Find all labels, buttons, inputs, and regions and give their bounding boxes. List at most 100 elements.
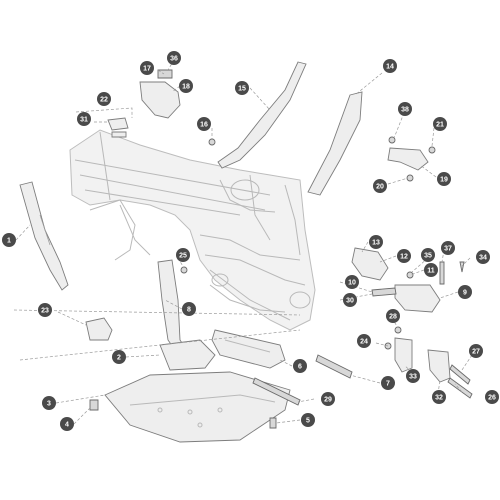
part-34-bolt bbox=[459, 261, 465, 273]
callout-12: 12 bbox=[397, 249, 411, 263]
callout-circle bbox=[179, 79, 193, 93]
callout-circle bbox=[424, 263, 438, 277]
callout-31: 31 bbox=[77, 112, 91, 126]
callout-number: 27 bbox=[472, 349, 480, 356]
callout-number: 30 bbox=[346, 298, 354, 305]
part-37-bolt bbox=[439, 261, 445, 285]
part-1-side-rail bbox=[19, 181, 69, 291]
callout-number: 35 bbox=[424, 253, 432, 260]
callout-number: 17 bbox=[143, 66, 151, 73]
callout-circle bbox=[197, 117, 211, 131]
callout-30: 30 bbox=[343, 293, 357, 307]
callout-circle bbox=[60, 417, 74, 431]
callout-circle bbox=[357, 334, 371, 348]
part-5-screw bbox=[269, 417, 277, 429]
part-skid-plate bbox=[104, 371, 291, 443]
part-26-bolt bbox=[447, 377, 473, 399]
callout-number: 28 bbox=[389, 314, 397, 321]
callout-number: 37 bbox=[444, 246, 452, 253]
part-32-bracket bbox=[427, 349, 451, 383]
callout-number: 36 bbox=[170, 56, 178, 63]
callout-number: 20 bbox=[376, 184, 384, 191]
callout-18: 18 bbox=[179, 79, 193, 93]
callout-number: 34 bbox=[479, 255, 487, 262]
callout-circle bbox=[293, 359, 307, 373]
callout-number: 31 bbox=[80, 117, 88, 124]
callout-number: 24 bbox=[360, 339, 368, 346]
callout-27: 27 bbox=[469, 344, 483, 358]
callout-10: 10 bbox=[345, 275, 359, 289]
callout-circle bbox=[485, 390, 499, 404]
callout-circle bbox=[42, 396, 56, 410]
callout-14: 14 bbox=[383, 59, 397, 73]
callout-number: 2 bbox=[117, 355, 121, 362]
callout-circle bbox=[140, 61, 154, 75]
callout-circle bbox=[386, 309, 400, 323]
callout-33: 33 bbox=[406, 369, 420, 383]
callout-circle bbox=[432, 390, 446, 404]
part-13-footpeg-mount bbox=[351, 247, 389, 281]
callout-number: 8 bbox=[187, 307, 191, 314]
callout-circle bbox=[167, 51, 181, 65]
callout-number: 1 bbox=[7, 238, 11, 245]
callout-circle bbox=[398, 102, 412, 116]
callout-5: 5 bbox=[301, 413, 315, 427]
callout-24: 24 bbox=[357, 334, 371, 348]
callout-number: 23 bbox=[41, 308, 49, 315]
callout-number: 29 bbox=[324, 397, 332, 404]
callout-circle bbox=[235, 81, 249, 95]
parts bbox=[19, 61, 473, 443]
callout-6: 6 bbox=[293, 359, 307, 373]
callout-circle bbox=[369, 235, 383, 249]
callout-number: 21 bbox=[436, 122, 444, 129]
part-30-pin bbox=[371, 287, 397, 297]
part-25-bolt bbox=[180, 266, 188, 274]
part-38-bolt bbox=[388, 136, 396, 144]
callout-number: 26 bbox=[488, 395, 496, 402]
callout-number: 11 bbox=[427, 268, 435, 275]
part-2-lower-bracket bbox=[159, 339, 216, 371]
callout-number: 16 bbox=[200, 122, 208, 129]
callout-20: 20 bbox=[373, 179, 387, 193]
callout-number: 9 bbox=[463, 290, 467, 297]
callout-number: 19 bbox=[440, 177, 448, 184]
callout-circle bbox=[406, 369, 420, 383]
callout-32: 32 bbox=[432, 390, 446, 404]
part-19-bracket bbox=[387, 147, 429, 171]
callout-number: 10 bbox=[348, 280, 356, 287]
part-14-upper-rail bbox=[307, 91, 363, 196]
callout-19: 19 bbox=[437, 172, 451, 186]
callout-16: 16 bbox=[197, 117, 211, 131]
callout-circle bbox=[182, 302, 196, 316]
callout-circle bbox=[421, 248, 435, 262]
callout-13: 13 bbox=[369, 235, 383, 249]
part-23-bracket bbox=[85, 317, 113, 341]
callout-circle bbox=[397, 249, 411, 263]
callout-number: 32 bbox=[435, 395, 443, 402]
callout-circle bbox=[77, 112, 91, 126]
callout-34: 34 bbox=[476, 250, 490, 264]
part-27-bolt bbox=[449, 364, 471, 385]
callout-circle bbox=[176, 248, 190, 262]
callout-number: 7 bbox=[386, 381, 390, 388]
callout-circle bbox=[38, 303, 52, 317]
callout-15: 15 bbox=[235, 81, 249, 95]
callout-number: 4 bbox=[65, 422, 69, 429]
main-frame bbox=[69, 129, 316, 331]
callout-circle bbox=[458, 285, 472, 299]
callout-29: 29 bbox=[321, 392, 335, 406]
callout-number: 15 bbox=[238, 86, 246, 93]
part-29-bolt bbox=[252, 377, 301, 406]
callout-21: 21 bbox=[433, 117, 447, 131]
callout-number: 6 bbox=[298, 364, 302, 371]
callout-number: 25 bbox=[179, 253, 187, 260]
callout-22: 22 bbox=[97, 92, 111, 106]
callout-circle bbox=[2, 233, 16, 247]
callout-26: 26 bbox=[485, 390, 499, 404]
callout-circle bbox=[321, 392, 335, 406]
callout-2: 2 bbox=[112, 350, 126, 364]
callout-circle bbox=[383, 59, 397, 73]
callout-number: 22 bbox=[100, 97, 108, 104]
